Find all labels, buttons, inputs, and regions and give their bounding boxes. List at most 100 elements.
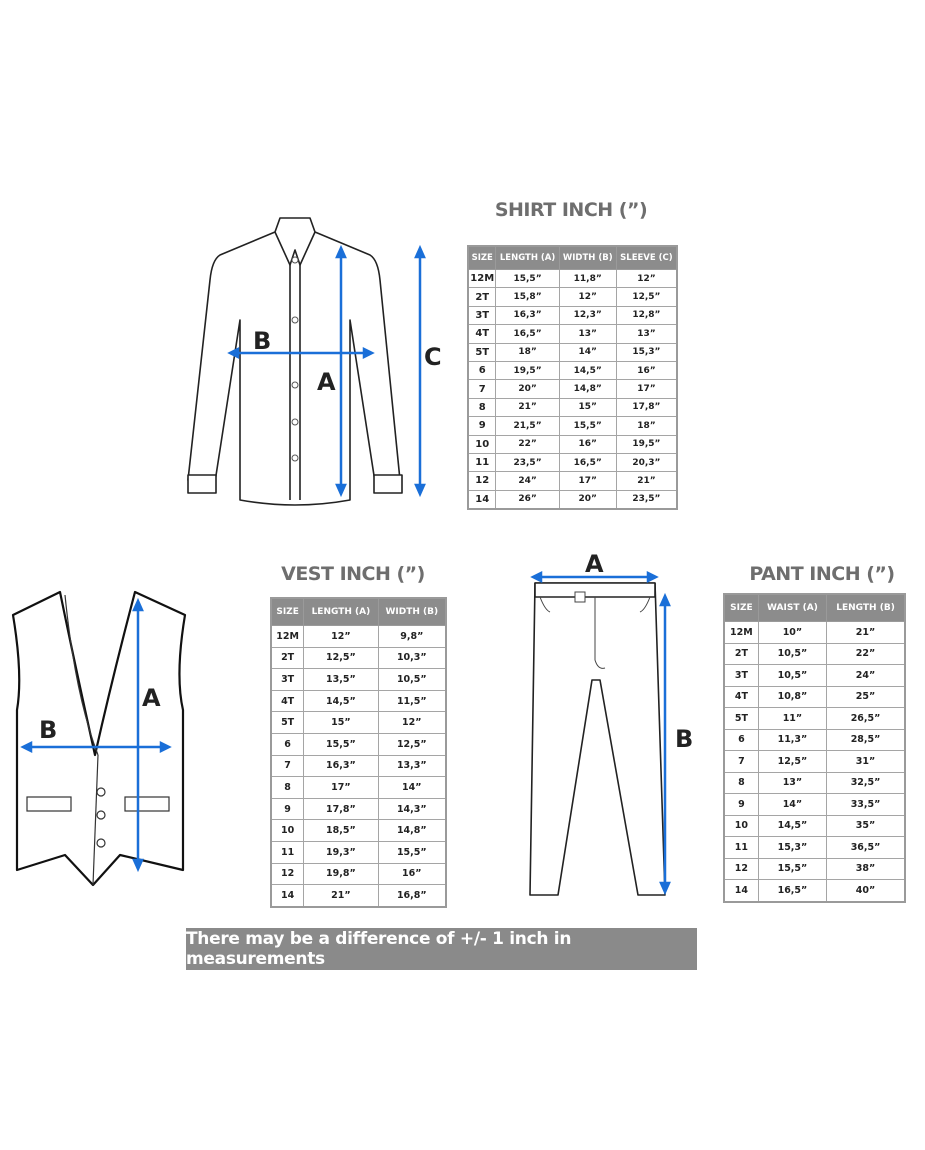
size-cell: 11: [270, 840, 305, 864]
measurement-cell: 10”: [757, 621, 828, 644]
measurement-cell: 16”: [615, 360, 678, 381]
measurement-cell: 21”: [303, 884, 379, 908]
pant-label-b: B: [675, 725, 693, 753]
size-cell: 4T: [467, 324, 497, 344]
measurement-cell: 16,5”: [558, 452, 617, 473]
measurement-cell: 12,5”: [377, 732, 447, 756]
measurement-cell: 15,5”: [495, 268, 560, 289]
measurement-note-banner: There may be a difference of +/- 1 inch …: [186, 928, 697, 970]
measurement-cell: 25”: [826, 685, 906, 708]
measurement-cell: 13,3”: [377, 754, 447, 778]
size-cell: 9: [723, 793, 759, 816]
size-cell: 7: [467, 379, 497, 399]
measurement-cell: 18”: [495, 342, 560, 362]
size-cell: 14: [467, 489, 497, 510]
size-cell: 12M: [467, 268, 497, 289]
column-header: SIZE: [467, 245, 497, 270]
vest-label-a: A: [142, 684, 161, 712]
measurement-cell: 11,8”: [558, 268, 617, 289]
column-header: SLEEVE (C): [615, 245, 678, 270]
measurement-cell: 36,5”: [826, 836, 906, 859]
size-cell: 5T: [270, 711, 305, 734]
size-cell: 10: [723, 814, 759, 837]
pant-illustration: A B: [529, 550, 693, 896]
column-header: WIDTH (B): [558, 245, 617, 270]
size-cell: 11: [723, 836, 759, 859]
pant-label-a: A: [585, 550, 604, 578]
measurement-cell: 14,8”: [558, 379, 617, 399]
size-cell: 10: [270, 819, 305, 842]
size-cell: 12M: [270, 625, 305, 648]
measurement-cell: 13”: [615, 324, 678, 344]
measurement-cell: 17,8”: [303, 797, 379, 821]
size-cell: 12M: [723, 621, 759, 644]
measurement-cell: 15,5”: [303, 732, 379, 756]
column-header: WIDTH (B): [377, 597, 447, 626]
measurement-cell: 12,3”: [558, 305, 617, 326]
column-header: WAIST (A): [757, 593, 828, 622]
measurement-cell: 14”: [757, 793, 828, 816]
measurement-cell: 14,8”: [377, 819, 447, 842]
size-cell: 8: [270, 776, 305, 799]
size-cell: 14: [723, 879, 759, 902]
size-cell: 12: [723, 857, 759, 880]
column-header: LENGTH (A): [303, 597, 379, 626]
measurement-cell: 32,5”: [826, 771, 906, 794]
size-cell: 12: [467, 471, 497, 491]
size-cell: 2T: [467, 287, 497, 307]
shirt-label-a: A: [317, 368, 336, 396]
measurement-cell: 11,3”: [757, 728, 828, 751]
measurement-cell: 18”: [615, 416, 678, 436]
measurement-cell: 23,5”: [615, 489, 678, 510]
shirt-illustration: B A C: [187, 217, 442, 506]
measurement-cell: 16,8”: [377, 884, 447, 908]
measurement-cell: 14,3”: [377, 797, 447, 821]
measurement-cell: 26”: [495, 489, 560, 510]
size-cell: 7: [723, 750, 759, 773]
size-cell: 14: [270, 884, 305, 908]
measurement-cell: 19,5”: [495, 360, 560, 381]
size-cell: 5T: [723, 707, 759, 730]
measurement-cell: 28,5”: [826, 728, 906, 751]
size-cell: 11: [467, 452, 497, 473]
measurement-cell: 24”: [826, 664, 906, 687]
measurement-cell: 18,5”: [303, 819, 379, 842]
measurement-cell: 21,5”: [495, 416, 560, 436]
measurement-cell: 16,3”: [495, 305, 560, 326]
measurement-cell: 22”: [826, 642, 906, 665]
measurement-cell: 26,5”: [826, 707, 906, 730]
measurement-cell: 12”: [377, 711, 447, 734]
measurement-cell: 16”: [377, 862, 447, 886]
measurement-cell: 15,8”: [495, 287, 560, 307]
measurement-cell: 13”: [757, 771, 828, 794]
measurement-cell: 22”: [495, 434, 560, 454]
measurement-cell: 16”: [558, 434, 617, 454]
measurement-cell: 10,5”: [377, 668, 447, 691]
measurement-cell: 20”: [495, 379, 560, 399]
measurement-cell: 20,3”: [615, 452, 678, 473]
shirt-title: SHIRT INCH (”): [494, 199, 648, 221]
size-cell: 9: [270, 797, 305, 821]
measurement-cell: 14”: [558, 342, 617, 362]
